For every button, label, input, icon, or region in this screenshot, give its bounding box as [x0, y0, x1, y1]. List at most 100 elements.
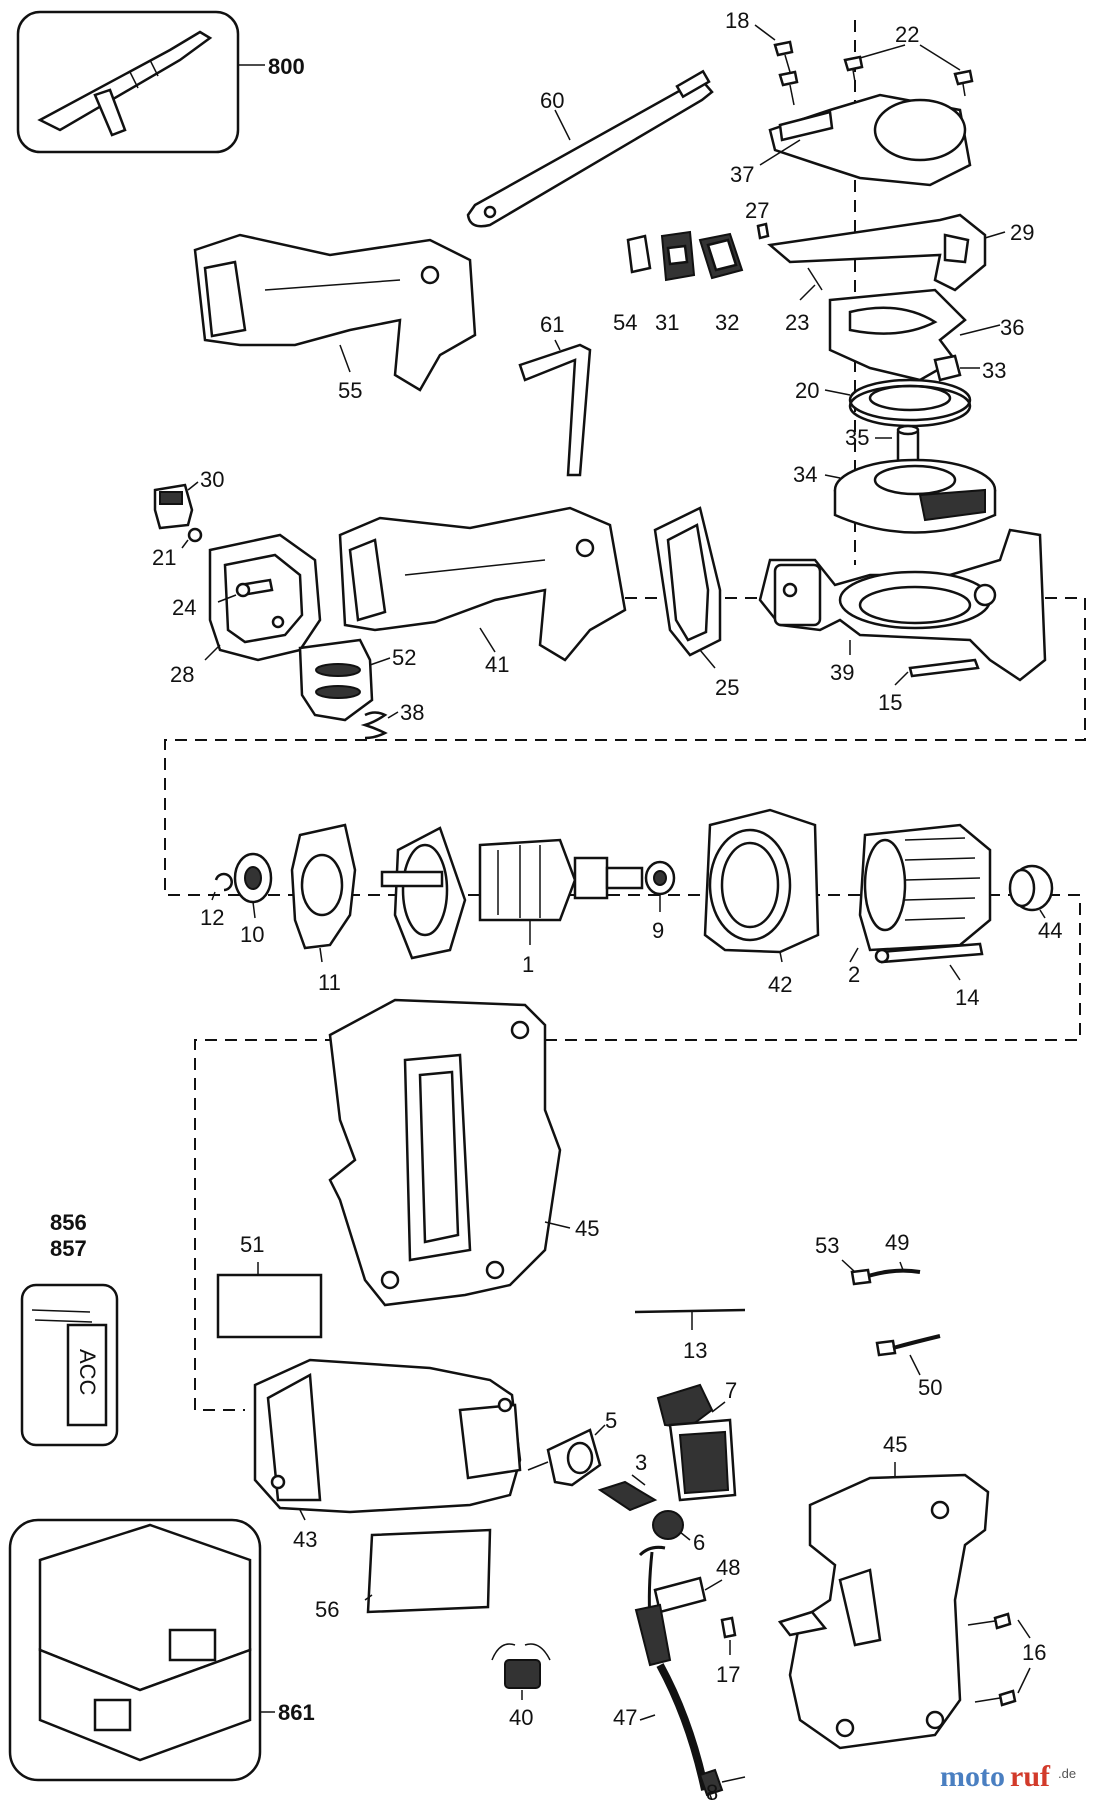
part-24-screw: 24 [172, 578, 274, 620]
part-54-brush-plate: 54 [613, 234, 652, 335]
label-24: 24 [172, 595, 196, 620]
part-34-gear: 34 [793, 458, 997, 534]
label-55: 55 [338, 378, 362, 403]
part-13-pin: 13 [634, 1308, 746, 1363]
label-861: 861 [278, 1700, 315, 1725]
label-31: 31 [655, 310, 679, 335]
label-6: 6 [693, 1530, 705, 1555]
accessory-box-800: 800 [16, 10, 305, 154]
label-36: 36 [1000, 315, 1024, 340]
label-52: 52 [392, 645, 416, 670]
label-12: 12 [200, 905, 224, 930]
label-61: 61 [540, 312, 564, 337]
label-49: 49 [885, 1230, 909, 1255]
part-45-handle-half: 45 [777, 1432, 990, 1750]
accessory-box-856-857: 856 857 ACC [20, 1210, 119, 1447]
part-25-gasket: 25 [653, 506, 739, 700]
label-43: 43 [293, 1527, 317, 1552]
part-55-handle: 55 [193, 233, 477, 403]
label-39: 39 [830, 660, 854, 685]
part-23-pin: 23 [785, 267, 823, 335]
label-23: 23 [785, 310, 809, 335]
label-7: 7 [725, 1378, 737, 1403]
part-41-handle: 41 [338, 506, 627, 677]
label-53: 53 [815, 1233, 839, 1258]
label-5: 5 [605, 1408, 617, 1433]
part-33-nut: 33 [933, 354, 1006, 383]
part-6-cap: 6 [652, 1510, 705, 1555]
part-39-gear-housing: 39 [758, 528, 1047, 685]
part-20-bearing-ring: 20 [795, 378, 972, 428]
part-31-brush-holder: 31 [655, 230, 696, 335]
part-42-fan-housing: 42 [703, 808, 820, 997]
part-28-housing-cover: 28 [170, 533, 322, 687]
part-1-armature: 1 [380, 826, 644, 977]
label-10: 10 [240, 922, 264, 947]
label-28: 28 [170, 662, 194, 687]
part-43-motor-housing: 43 [253, 1358, 522, 1552]
part-16-screws: 16 [967, 1612, 1046, 1707]
label-30: 30 [200, 467, 224, 492]
part-22-screws: 22 [843, 22, 974, 97]
label-13: 13 [683, 1338, 707, 1363]
label-54: 54 [613, 310, 637, 335]
label-35: 35 [845, 425, 869, 450]
label-56: 56 [315, 1597, 339, 1622]
part-11-baffle: 11 [290, 823, 357, 995]
label-17: 17 [716, 1662, 740, 1687]
label-50: 50 [918, 1375, 942, 1400]
part-21-nut: 21 [152, 527, 203, 570]
label-41: 41 [485, 652, 509, 677]
watermark-part1: moto [940, 1760, 1005, 1793]
label-48: 48 [716, 1555, 740, 1580]
label-60: 60 [540, 88, 564, 113]
label-47: 47 [613, 1705, 637, 1730]
label-44: 44 [1038, 918, 1062, 943]
label-29: 29 [1010, 220, 1034, 245]
label-25: 25 [715, 675, 739, 700]
label-45-bottom: 45 [883, 1432, 907, 1457]
label-14: 14 [955, 985, 979, 1010]
label-34: 34 [793, 462, 817, 487]
label-33: 33 [982, 358, 1006, 383]
label-800: 800 [268, 54, 305, 79]
label-21: 21 [152, 545, 176, 570]
part-9-bearing: 9 [644, 860, 676, 943]
label-1: 1 [522, 952, 534, 977]
label-856: 856 [50, 1210, 87, 1235]
carry-case-icon [38, 1523, 252, 1762]
part-38-spring: 38 [360, 700, 424, 740]
part-30-switch-clip: 30 [153, 467, 224, 530]
label-22: 22 [895, 22, 919, 47]
part-10-bearing: 10 [233, 852, 273, 947]
part-49-wire: 49 [867, 1230, 921, 1278]
part-47-power-cord: 47 [613, 1545, 709, 1791]
label-51: 51 [240, 1232, 264, 1257]
part-5-brush-holder: 5 [527, 1408, 617, 1487]
part-51-label: 51 [216, 1232, 323, 1339]
part-8-plug: 8 [698, 1768, 746, 1800]
label-16: 16 [1022, 1640, 1046, 1665]
part-56-label: 56 [315, 1528, 492, 1622]
label-857: 857 [50, 1236, 87, 1261]
label-3: 3 [635, 1450, 647, 1475]
label-8: 8 [706, 1780, 718, 1800]
part-52-switch: 52 [298, 638, 416, 722]
label-15: 15 [878, 690, 902, 715]
caulking-gun-icon [37, 30, 213, 137]
part-40-capacitor: 40 [491, 1643, 551, 1730]
watermark-suffix: .de [1058, 1766, 1076, 1781]
part-29-lever: 29 [767, 213, 1034, 292]
part-60-wrench: 60 [466, 69, 714, 228]
part-32-brush-block: 32 [698, 232, 744, 335]
label-27: 27 [745, 198, 769, 223]
label-18: 18 [725, 8, 749, 33]
part-15-screw: 15 [878, 658, 980, 715]
part-12-clip: 12 [200, 872, 233, 930]
watermark-logo: moto ruf .de [940, 1760, 1076, 1793]
part-17-screw: 17 [716, 1616, 740, 1687]
label-45-top: 45 [575, 1216, 599, 1241]
label-42: 42 [768, 972, 792, 997]
part-44-cap: 44 [1008, 864, 1062, 943]
part-53-terminal: 53 [815, 1233, 872, 1286]
